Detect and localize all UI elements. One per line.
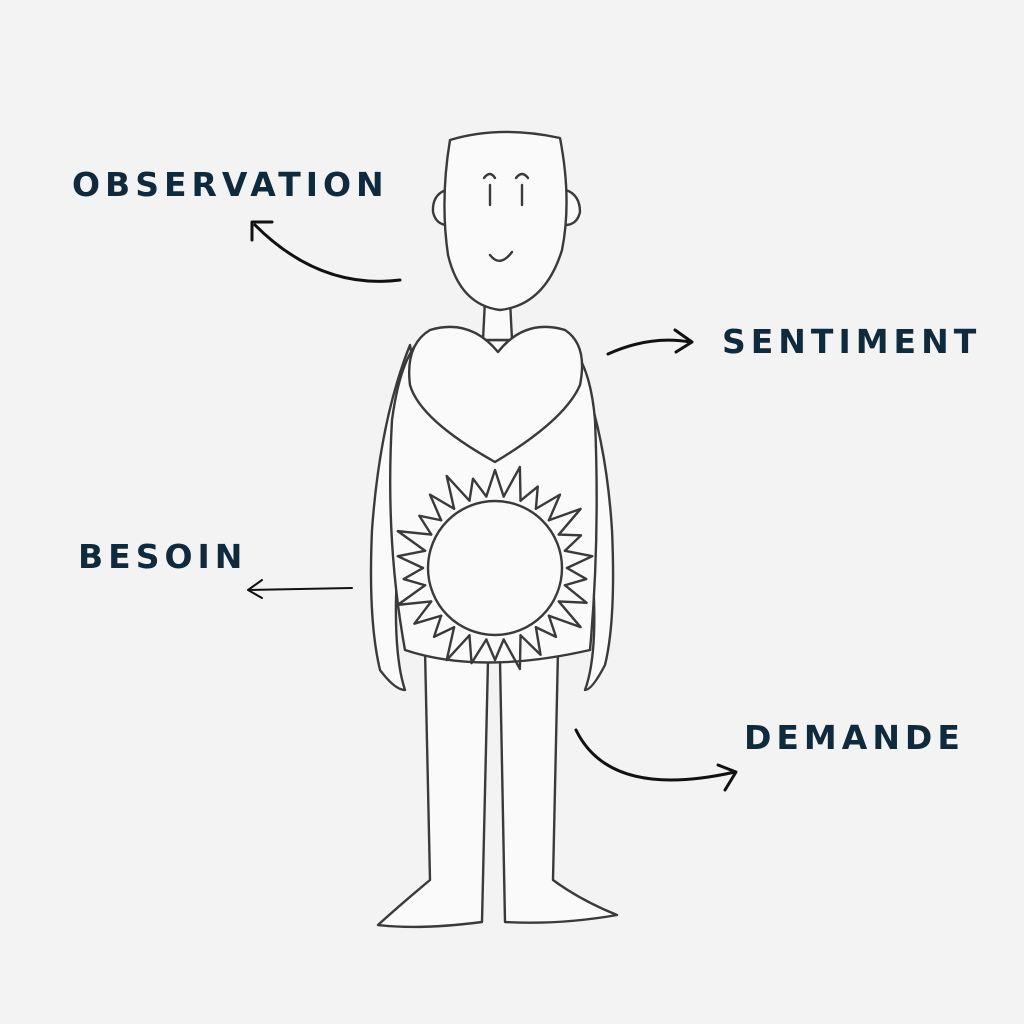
sun-ray [445,626,471,662]
sun-ray [396,529,433,552]
sun-ray [418,514,443,536]
sun-ray [547,507,582,536]
sun-ray [432,614,456,639]
sun-ray [445,474,471,510]
sun-ray [557,533,583,552]
right-leg [498,648,619,924]
smile [488,250,514,262]
demande-arrow [574,728,738,792]
sun-ray [547,600,582,629]
sun-ray [396,584,433,607]
sun-ray [402,566,427,587]
sun-ray [396,549,427,570]
sun-ray [534,493,562,522]
sun-ray [502,465,522,502]
label-sentiment: SENTIMENT [722,322,982,361]
label-besoin: BESOIN [78,537,248,576]
sentiment-arrow [606,328,694,356]
observation-arrow [250,220,402,283]
sun-ray [502,634,522,671]
sun-ray [557,584,588,604]
sun-ray [519,485,539,510]
besoin-arrow [247,579,353,599]
right-eye [514,172,530,207]
sun-ray [485,638,505,662]
right-ear [563,188,582,227]
sun [396,465,594,671]
sun-ray [563,549,594,570]
sun-ray [563,566,588,587]
sun-ray [534,614,558,639]
sun-ray [519,626,542,656]
sun-ray [485,468,505,498]
sun-ray [468,477,488,502]
left-eye [482,172,497,207]
sun-ray [468,634,488,665]
head [443,130,568,312]
label-demande: DEMANDE [744,718,965,757]
sun-ray [428,493,456,522]
sun-ray [413,600,443,625]
label-observation: OBSERVATION [72,165,389,204]
heart [408,325,584,464]
left-leg [376,648,490,929]
